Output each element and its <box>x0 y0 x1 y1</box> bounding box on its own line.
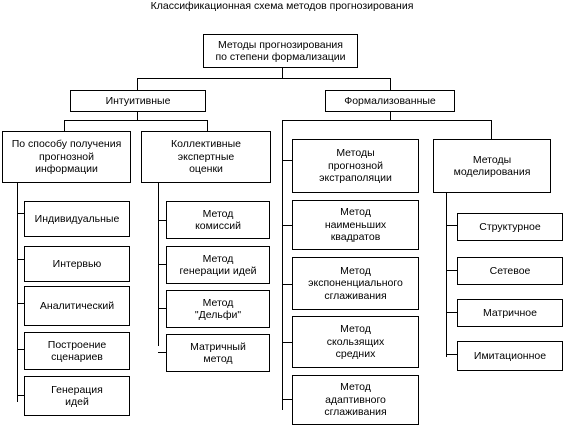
list-item: Интервью <box>24 246 130 282</box>
connector <box>207 120 208 131</box>
connector <box>137 78 138 90</box>
group-node-modeling: Методы моделирования <box>433 139 551 193</box>
connector <box>446 354 457 355</box>
group-label: Коллективные экспертные оценки <box>171 138 241 176</box>
connector <box>282 284 292 285</box>
formal-label: Формализованные <box>344 94 436 107</box>
group-node-extrapolation: Методы прогнозной экстраполяции <box>292 139 419 193</box>
item-label: Имитационное <box>473 349 547 362</box>
diagram-title: Классификационная схема методов прогнози… <box>150 0 414 12</box>
list-item: Матричный метод <box>166 334 270 372</box>
list-item: Метод адаптивного сглаживания <box>292 375 419 425</box>
connector <box>446 193 447 357</box>
group-label: Методы прогнозной экстраполяции <box>319 147 392 185</box>
list-item: Сетевое <box>457 257 563 285</box>
connector <box>282 399 292 400</box>
formal-node: Формализованные <box>325 90 455 112</box>
group-node-info-method: По способу получения прогнозной информац… <box>2 131 131 183</box>
item-label: Аналитический <box>39 299 115 312</box>
list-item: Метод "Дельфи" <box>166 290 270 328</box>
list-item: Структурное <box>457 213 563 241</box>
item-label: Генерация идей <box>51 383 103 409</box>
connector <box>64 120 65 131</box>
item-label: Сетевое <box>489 264 531 277</box>
connector <box>17 183 18 402</box>
list-item: Метод экспоненциального сглаживания <box>292 257 419 310</box>
connector <box>446 270 457 271</box>
list-item: Имитационное <box>457 341 563 371</box>
connector <box>158 220 166 221</box>
item-label: Метод комиссий <box>195 207 241 233</box>
connector <box>390 112 391 120</box>
root-label: Методы прогнозирования по степени формал… <box>215 38 346 64</box>
connector <box>158 352 166 353</box>
list-item: Аналитический <box>24 286 130 326</box>
list-item: Метод комиссий <box>166 201 270 239</box>
group-node-collective: Коллективные экспертные оценки <box>141 131 271 183</box>
item-label: Индивидуальные <box>34 212 120 225</box>
list-item: Метод наименьших квадратов <box>292 200 419 250</box>
item-label: Метод "Дельфи" <box>194 296 242 322</box>
connector <box>137 112 138 120</box>
connector <box>137 78 391 79</box>
connector <box>17 395 24 396</box>
item-label: Матричное <box>483 306 537 319</box>
root-node: Методы прогнозирования по степени формал… <box>203 34 358 68</box>
intuitive-node: Интуитивные <box>70 90 206 112</box>
item-label: Структурное <box>479 220 541 233</box>
connector <box>282 342 292 343</box>
connector <box>17 303 24 304</box>
list-item: Индивидуальные <box>24 201 130 237</box>
connector <box>282 160 292 161</box>
item-label: Метод скользящих средних <box>326 323 385 361</box>
connector <box>158 264 166 265</box>
list-item: Матричное <box>457 299 563 327</box>
connector <box>17 213 24 214</box>
connector <box>282 67 283 78</box>
item-label: Матричный метод <box>190 340 246 366</box>
item-label: Метод адаптивного сглаживания <box>324 381 387 419</box>
connector <box>282 225 292 226</box>
list-item: Построение сценариев <box>24 332 130 370</box>
connector <box>282 120 492 121</box>
connector <box>17 259 24 260</box>
list-item: Метод скользящих средних <box>292 316 419 368</box>
item-label: Метод наименьших квадратов <box>324 206 387 244</box>
item-label: Метод экспоненциального сглаживания <box>308 264 403 302</box>
list-item: Генерация идей <box>24 376 130 416</box>
intuitive-label: Интуитивные <box>105 94 171 107</box>
item-label: Построение сценариев <box>47 338 107 364</box>
group-label: По способу получения прогнозной информац… <box>11 138 122 176</box>
connector <box>17 349 24 350</box>
connector <box>64 120 208 121</box>
connector <box>158 308 166 309</box>
connector <box>282 160 283 410</box>
item-label: Интервью <box>52 257 102 270</box>
list-item: Метод генерации идей <box>166 246 270 284</box>
group-label: Методы моделирования <box>453 153 531 179</box>
connector <box>446 225 457 226</box>
connector <box>491 120 492 139</box>
item-label: Метод генерации идей <box>179 252 257 278</box>
connector <box>446 312 457 313</box>
connector <box>390 78 391 90</box>
